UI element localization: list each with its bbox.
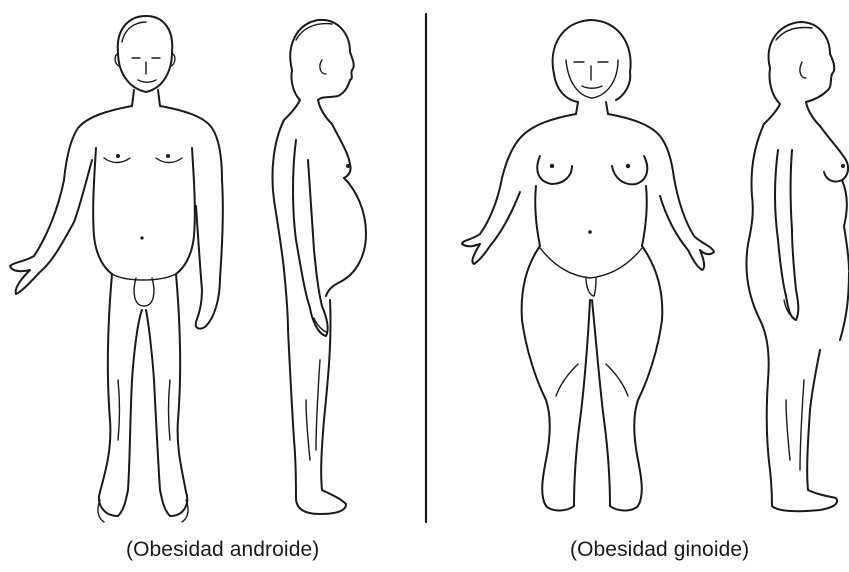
android-obesity-caption: (Obesidad androide) (126, 538, 319, 562)
gynoid-female-front-figure (462, 20, 714, 511)
android-male-side-figure (272, 20, 366, 514)
male-front-head (118, 16, 172, 92)
android-male-front-figure (10, 16, 223, 522)
gynoid-obesity-caption: (Obesidad ginoide) (570, 538, 749, 562)
gynoid-female-side-figure (747, 22, 849, 511)
